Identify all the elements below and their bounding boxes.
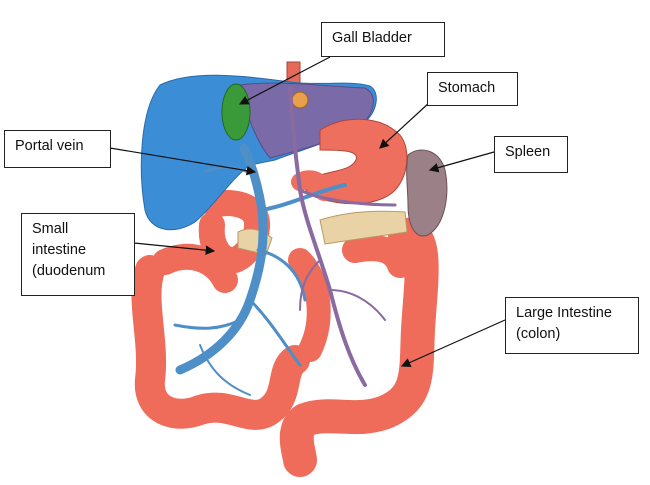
stomach-label: Stomach [427, 72, 518, 106]
intestine-loop-upper [152, 243, 238, 293]
gall-bladder-label-text: Gall Bladder [332, 30, 412, 46]
intestine-loop-center [288, 248, 331, 362]
mesenteric-artery [288, 86, 397, 387]
portal-vein-label: Portal vein [4, 130, 111, 168]
colon-segment-right [279, 217, 439, 477]
large-intestine-leader [400, 319, 506, 367]
hepatic-duct [291, 91, 309, 109]
gall-bladder-label: Gall Bladder [321, 22, 445, 57]
spleen-label-text: Spleen [505, 144, 551, 160]
spleen-label: Spleen [494, 136, 568, 173]
portal-vein-leader [109, 147, 257, 176]
small-intestine-label-text: Small intestine (duodenum [32, 221, 106, 279]
small-intestine-loops [131, 255, 310, 430]
large-intestine-label: Large Intestine (colon) [505, 297, 639, 354]
small-intestine-label: Small intestine (duodenum [21, 213, 135, 296]
stomach-label-text: Stomach [438, 80, 496, 96]
liver [140, 74, 377, 231]
rectum [284, 441, 312, 469]
spleen [406, 149, 448, 237]
colon-segment-flexure [342, 235, 413, 278]
spleen-leader [428, 151, 495, 173]
small-intestine-leader [133, 242, 216, 255]
gall-bladder-leader [238, 56, 331, 105]
large-intestine-colon [131, 217, 439, 477]
portal-vein-label-text: Portal vein [15, 138, 84, 154]
gall-bladder [221, 83, 251, 141]
leader-lines [109, 56, 506, 367]
large-intestine-label-text: Large Intestine (colon) [516, 305, 612, 342]
stomach-leader [379, 101, 431, 149]
